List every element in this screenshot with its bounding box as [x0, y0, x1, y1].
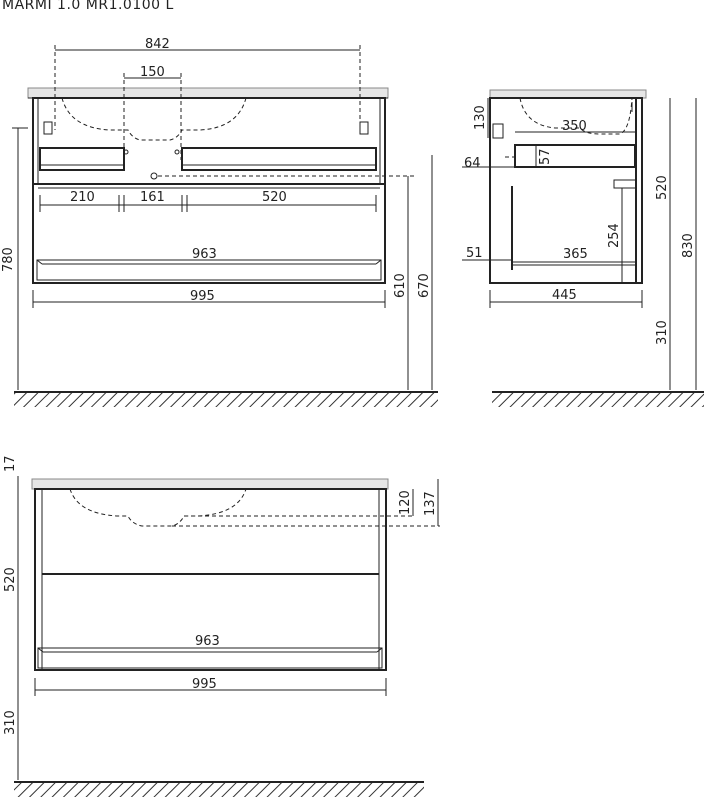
side-basin-outline	[519, 97, 633, 135]
bottom-dim-963: 963	[195, 634, 220, 649]
side-dim-520: 520	[655, 175, 670, 200]
side-dim-130: 130	[473, 105, 488, 130]
side-dim-830: 830	[681, 233, 696, 258]
bottom-front-view: 17 120 137 520 963 995 310	[3, 455, 440, 797]
dim-842: 842	[145, 37, 170, 52]
dim-610: 610	[393, 273, 408, 298]
bottom-cabinet-body	[34, 488, 387, 671]
side-dim-445: 445	[552, 288, 577, 303]
bottom-basin-outline	[69, 488, 247, 527]
side-dim-57: 57	[538, 148, 553, 165]
side-countertop	[489, 89, 647, 99]
bottom-countertop	[31, 478, 389, 490]
bottom-dim-995: 995	[192, 677, 217, 692]
dim-995: 995	[190, 289, 215, 304]
side-dim-310: 310	[655, 320, 670, 345]
side-dim-365: 365	[563, 247, 588, 262]
bottom-dim-120: 120	[398, 490, 413, 515]
side-dim-350: 350	[562, 119, 587, 134]
front-countertop	[27, 87, 389, 99]
bottom-dim-17: 17	[3, 455, 18, 472]
side-drawer	[514, 144, 636, 168]
dim-150: 150	[140, 65, 165, 80]
dim-670: 670	[417, 273, 432, 298]
side-cabinet-body	[489, 97, 643, 284]
side-dim-51: 51	[466, 246, 483, 261]
bottom-plinth-frame	[37, 647, 383, 669]
dim-161: 161	[140, 190, 165, 205]
side-floor-hatch	[492, 393, 704, 407]
bottom-floor-hatch	[14, 783, 424, 797]
bottom-dim-520: 520	[3, 567, 18, 592]
dim-210: 210	[70, 190, 95, 205]
front-drawer-right	[181, 147, 377, 171]
front-view: 842 150 210 161 520 963 995 780 610 670	[1, 37, 438, 407]
front-floor-hatch	[14, 393, 438, 407]
dim-780: 780	[1, 247, 16, 272]
side-dim-64: 64	[464, 156, 481, 171]
front-basin-outline	[61, 97, 247, 141]
bottom-dim-137: 137	[423, 491, 438, 516]
bottom-dim-310: 310	[3, 710, 18, 735]
dim-963: 963	[192, 247, 217, 262]
front-plinth-frame	[36, 259, 382, 281]
side-dim-254: 254	[607, 223, 622, 248]
dim-520: 520	[262, 190, 287, 205]
drawing-title: MARMI 1.0 MR1.0100 L	[2, 0, 174, 13]
side-view: 130 350 64 57 520 830 254 51 365 445 310	[462, 89, 704, 407]
front-drawer-left	[39, 147, 125, 171]
